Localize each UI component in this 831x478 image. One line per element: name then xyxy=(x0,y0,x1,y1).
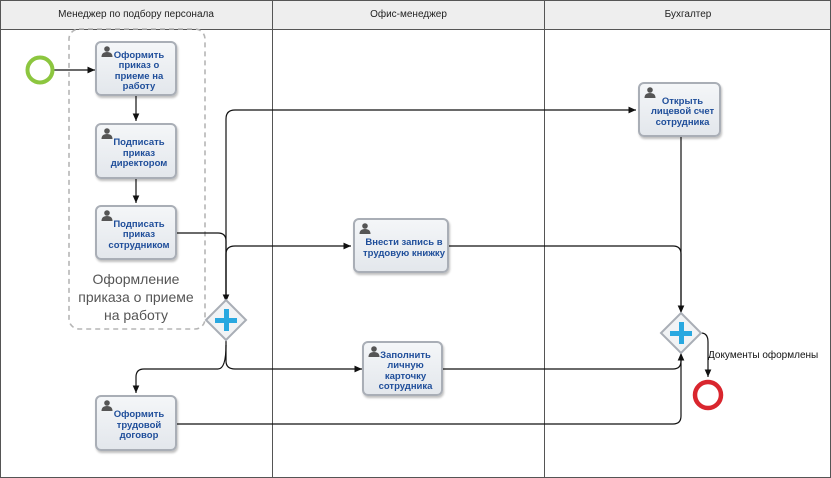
group-label: Оформление приказа о приеме на работу xyxy=(78,271,194,323)
task-workbook-entry[interactable]: Внести запись в трудовую книжку xyxy=(353,218,449,273)
task-label: Оформить трудовой договор xyxy=(113,409,165,442)
flow-gateway-t4 xyxy=(132,344,227,393)
flow-join-end xyxy=(700,332,712,377)
task-create-hiring-order[interactable]: Оформить приказ о приеме на работу xyxy=(95,41,177,96)
task-label: Открыть лицевой счет сотрудника xyxy=(650,95,715,128)
task-employment-contract[interactable]: Оформить трудовой договор xyxy=(95,395,177,451)
task-label: Подписать приказ директором xyxy=(110,137,168,170)
end-event-label: Документы оформлены xyxy=(708,350,819,361)
user-icon xyxy=(359,223,371,234)
flow-t5-join xyxy=(449,245,682,313)
user-icon xyxy=(101,128,113,139)
task-label: Внести запись в трудовую книжку xyxy=(363,237,445,259)
task-label: Оформить приказ о приеме на работу xyxy=(113,49,165,92)
task-sign-order-director[interactable]: Подписать приказ директором xyxy=(95,123,177,179)
parallel-gateway-split[interactable] xyxy=(204,298,248,342)
parallel-gateway-join[interactable] xyxy=(659,311,703,355)
flow-gateway-t5 xyxy=(225,242,351,300)
start-event[interactable] xyxy=(25,55,55,85)
task-label: Подписать приказ сотрудником xyxy=(108,218,170,251)
lane-title-office-manager: Офис-менеджер xyxy=(370,9,447,20)
user-icon xyxy=(101,46,113,57)
task-personal-card[interactable]: Заполнить личную карточку сотрудника xyxy=(362,341,443,396)
flow-t4-join xyxy=(177,353,682,425)
lane-header-band xyxy=(0,0,831,30)
end-event[interactable] xyxy=(692,379,724,411)
flow-gateway-t7 xyxy=(225,106,636,300)
user-icon xyxy=(368,346,380,357)
user-icon xyxy=(644,87,656,98)
group-box xyxy=(68,28,206,330)
lane-title-accountant: Бухгалтер xyxy=(664,9,712,20)
user-icon xyxy=(101,400,113,411)
task-open-account[interactable]: Открыть лицевой счет сотрудника xyxy=(638,82,721,137)
sequence-flows xyxy=(53,66,712,425)
task-sign-order-employee[interactable]: Подписать приказ сотрудником xyxy=(95,205,177,260)
task-label: Заполнить личную карточку сотрудника xyxy=(378,349,433,392)
flow-gateway-t6 xyxy=(225,340,362,373)
lane-title-hr-manager: Менеджер по подбору персонала xyxy=(58,9,214,20)
user-icon xyxy=(101,210,113,221)
